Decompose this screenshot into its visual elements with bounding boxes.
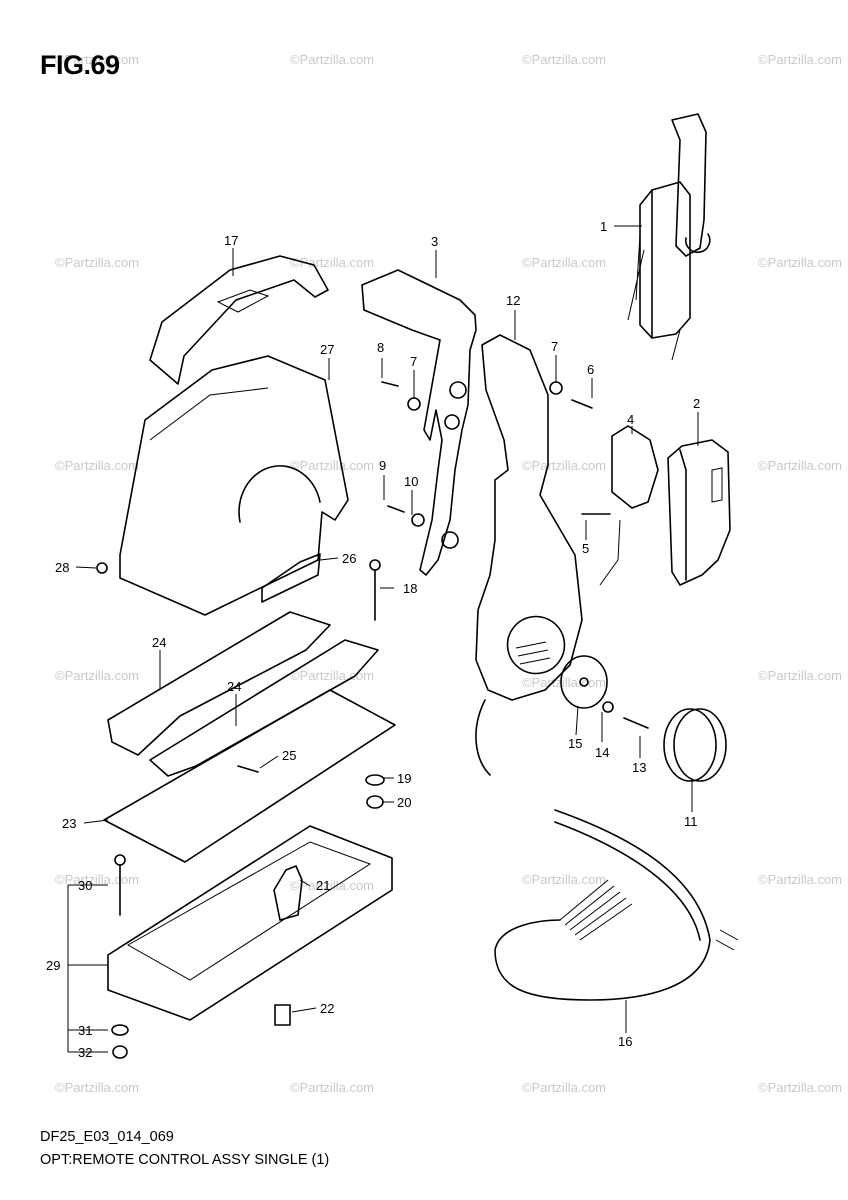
watermark: Partzilla.com [55,1080,139,1095]
callout-3: 3 [431,234,438,249]
watermark: Partzilla.com [522,1080,606,1095]
watermark: Partzilla.com [522,255,606,270]
watermark: Partzilla.com [522,872,606,887]
callout-7b: 7 [551,339,558,354]
callout-24a: 24 [152,635,166,650]
callout-19: 19 [397,771,411,786]
watermark: Partzilla.com [290,1080,374,1095]
callout-15: 15 [568,736,582,751]
callout-21: 21 [316,878,330,893]
callout-22: 22 [320,1001,334,1016]
callout-23: 23 [62,816,76,831]
callout-16: 16 [618,1034,632,1049]
figure-title: FIG.69 [40,50,120,80]
callout-25: 25 [282,748,296,763]
watermark: Partzilla.com [290,255,374,270]
part-27-main-cover [119,355,349,616]
part-11-cap [663,708,727,782]
callout-13: 13 [632,760,646,775]
callout-14: 14 [595,745,609,760]
watermark: Partzilla.com [758,872,842,887]
callout-6: 6 [587,362,594,377]
callout-10: 10 [404,474,418,489]
watermark: Partzilla.com [55,52,139,67]
part-23-gasket [103,689,396,863]
watermark: Partzilla.com [290,52,374,67]
callout-4: 4 [627,412,634,427]
callout-30: 30 [78,878,92,893]
part-4-switch [599,425,659,586]
watermark: Partzilla.com [758,458,842,473]
watermark: Partzilla.com [758,1080,842,1095]
figure-description: OPT:REMOTE CONTROL ASSY SINGLE (1) [40,1152,330,1168]
part-17-top-cover [149,255,329,385]
watermark: Partzilla.com [522,52,606,67]
leader-lines [67,225,699,1053]
callout-31: 31 [78,1023,92,1038]
part-12-control-body [475,334,583,701]
callout-17: 17 [224,233,238,248]
callout-8: 8 [377,340,384,355]
part-3-lever-arm [361,269,477,576]
callout-26: 26 [342,551,356,566]
callout-24b: 24 [227,679,241,694]
callout-18: 18 [403,581,417,596]
callout-32: 32 [78,1045,92,1060]
part-1-remote-control-box [627,113,711,361]
part-24-bracket [107,611,379,777]
watermark: Partzilla.com [522,458,606,473]
watermark: Partzilla.com [758,52,842,67]
callout-labels: 1 2 3 4 5 6 7 7 8 9 10 11 12 13 14 15 16… [46,219,700,1060]
callout-12: 12 [506,293,520,308]
watermark: Partzilla.com [55,255,139,270]
part-15-plate [560,655,608,709]
callout-28: 28 [55,560,69,575]
callout-9: 9 [379,458,386,473]
watermark: Partzilla.com [758,255,842,270]
callout-7a: 7 [410,354,417,369]
small-hardware [96,381,649,1059]
part-29-base [107,825,393,1021]
watermark: Partzilla.com [290,668,374,683]
part-2-handle-grip [667,439,731,586]
callout-11: 11 [684,814,698,829]
part-26-seal [261,553,321,603]
callout-5: 5 [582,541,589,556]
watermark: Partzilla.com [290,458,374,473]
watermark: Partzilla.com [55,458,139,473]
watermark: Partzilla.com [55,668,139,683]
callout-27: 27 [320,342,334,357]
callout-20: 20 [397,795,411,810]
figure-code: DF25_E03_014_069 [40,1129,174,1145]
callout-2: 2 [693,396,700,411]
callout-29: 29 [46,958,60,973]
part-16-harness [475,699,739,1001]
callout-1: 1 [600,219,607,234]
watermark: Partzilla.com [758,668,842,683]
